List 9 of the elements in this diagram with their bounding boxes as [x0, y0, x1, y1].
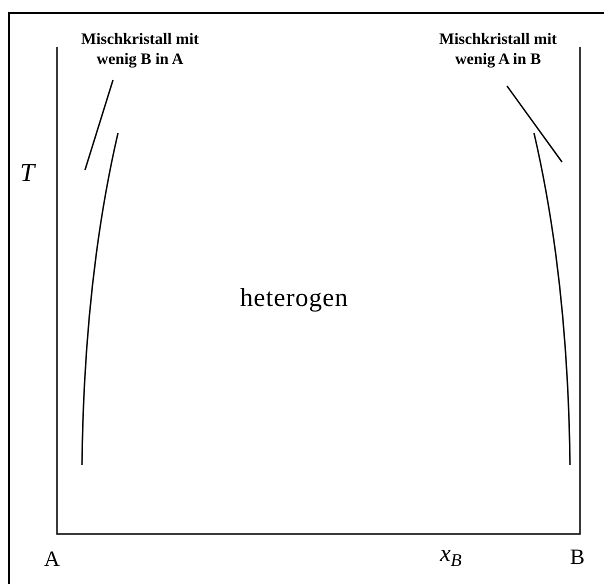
callout-text: Mischkristall mit wenig B in A — [80, 30, 200, 70]
leader-line — [84, 80, 114, 170]
axis-label: x$_{B}$ — [440, 542, 462, 566]
axis-label: A — [44, 548, 60, 570]
axis-label: B — [570, 546, 585, 568]
axis-label: T — [20, 160, 34, 186]
callout-text: Mischkristall mit wenig A in B — [438, 30, 558, 70]
region-label: heterogen — [240, 285, 348, 311]
leader-line — [506, 86, 563, 162]
